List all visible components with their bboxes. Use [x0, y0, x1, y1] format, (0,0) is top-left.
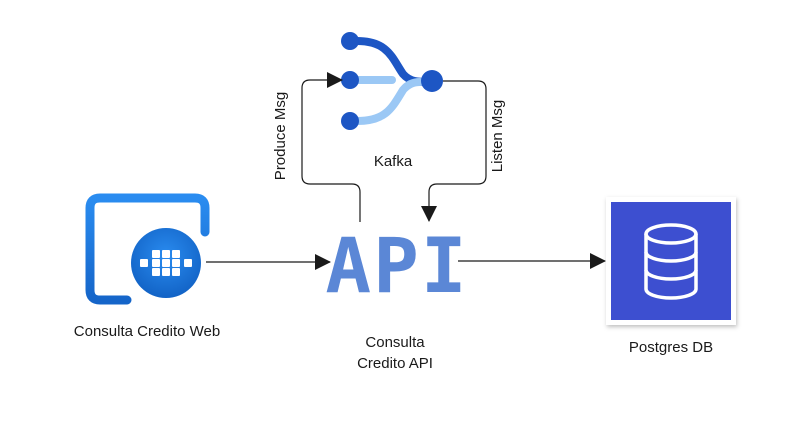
- kafka-node-label: Kafka: [374, 153, 413, 170]
- web-node-label: Consulta Credito Web: [74, 323, 220, 340]
- edge-produce-msg: Produce Msg: [272, 72, 361, 222]
- browser-globe-icon: [85, 193, 210, 305]
- kafka-node: Kafka: [341, 32, 443, 170]
- listen-msg-label: Listen Msg: [489, 100, 506, 173]
- api-icon: API: [325, 221, 468, 310]
- edge-listen-msg: Listen Msg: [421, 80, 506, 222]
- api-node: API Consulta Credito API: [325, 221, 468, 372]
- api-node-label-line2: Credito API: [357, 355, 433, 372]
- web-node: Consulta Credito Web: [74, 193, 220, 340]
- db-node-label: Postgres DB: [629, 339, 713, 356]
- db-node: Postgres DB: [606, 197, 736, 356]
- api-node-label-line1: Consulta: [365, 334, 425, 351]
- database-icon: [606, 197, 736, 325]
- produce-msg-label: Produce Msg: [272, 92, 289, 180]
- kafka-stream-icon: [341, 32, 443, 130]
